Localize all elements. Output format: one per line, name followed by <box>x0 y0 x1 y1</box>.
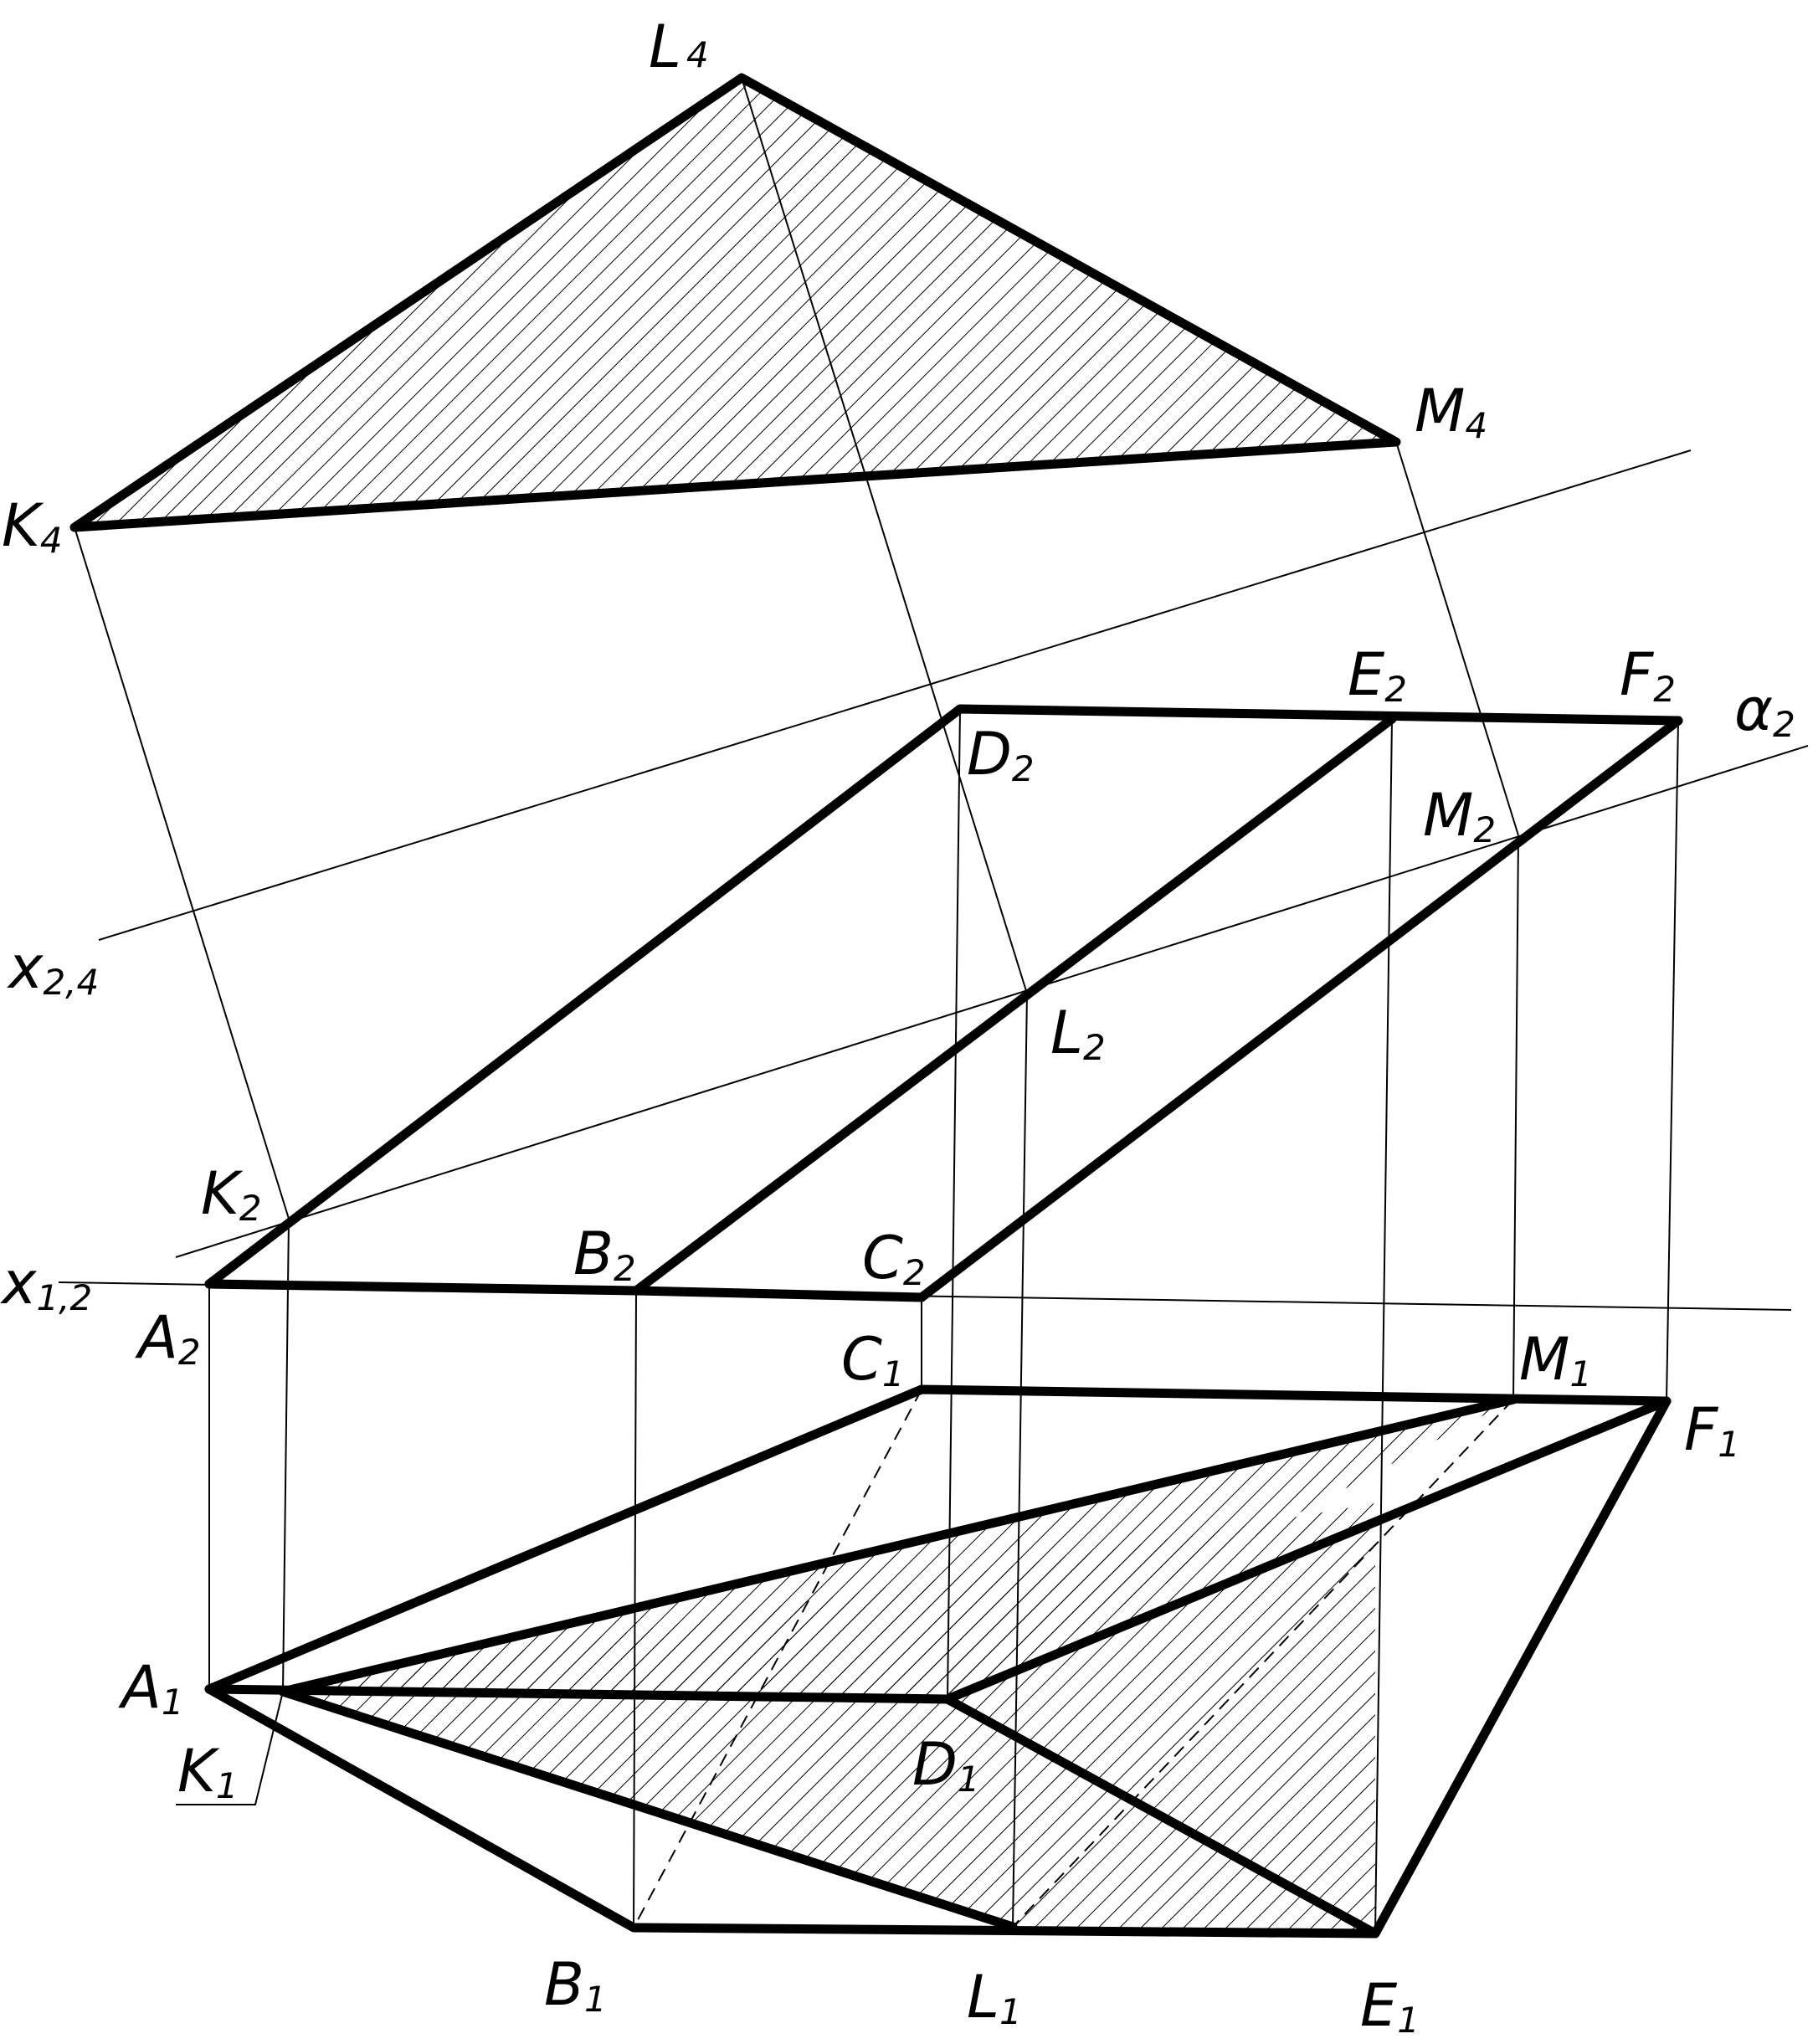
label-F2: F2 <box>1620 640 1676 710</box>
top-edge-d-f <box>942 1396 1672 1704</box>
projection-line-l <box>741 77 1028 994</box>
label-x12: x1,2 <box>0 1249 92 1318</box>
label-L1: L1 <box>967 1963 1022 2032</box>
label-C1: C1 <box>841 1325 905 1394</box>
label-alpha2: α2 <box>1734 675 1795 745</box>
section-hatch-lower <box>283 1503 1375 1934</box>
top-outline <box>204 1384 1672 1939</box>
projection-line-m <box>1395 441 1519 836</box>
label-M4: M4 <box>1415 377 1487 446</box>
link-m <box>1512 835 1519 1400</box>
section-edge-k-l <box>278 1687 1018 1932</box>
label-K4: K4 <box>2 491 63 561</box>
true-size-triangle-hatch <box>74 78 1396 527</box>
label-M2: M2 <box>1423 781 1496 850</box>
front-edge-a-b-c <box>204 1279 927 1302</box>
hidden-edge-c1-b1 <box>633 1389 922 1928</box>
label-L2: L2 <box>1050 999 1106 1068</box>
label-K1: K1 <box>177 1737 239 1806</box>
hidden-edge-m1-l1 <box>1012 1399 1514 1928</box>
link-l <box>1012 993 1028 1928</box>
label-B2: B2 <box>573 1220 636 1289</box>
label-E1: E1 <box>1360 1971 1420 2041</box>
axis-x24 <box>98 449 1692 941</box>
front-edge-b-e <box>631 714 1397 1296</box>
top-edge-a-d <box>204 1684 953 1704</box>
link-f <box>1666 720 1679 1402</box>
label-A1: A1 <box>118 1653 184 1723</box>
label-C2: C2 <box>862 1224 926 1293</box>
top-edge-d-e <box>942 1694 1380 1939</box>
label-F1: F1 <box>1684 1395 1740 1465</box>
front-edge-c-f <box>917 716 1683 1302</box>
link-k <box>282 1218 290 1692</box>
label-B1: B1 <box>544 1950 607 2020</box>
plane-alpha2-trace <box>175 745 1809 1258</box>
label-D2: D2 <box>967 720 1035 789</box>
label-K2: K2 <box>201 1159 262 1229</box>
section-edge-k-m <box>278 1394 1518 1697</box>
true-size-triangle <box>69 73 1401 532</box>
projection-line-k <box>74 526 290 1220</box>
label-x24: x2,4 <box>7 933 99 1003</box>
label-D1: D1 <box>912 1730 980 1800</box>
label-E2: E2 <box>1348 640 1407 710</box>
label-M1: M1 <box>1519 1325 1592 1394</box>
front-edge-a-d-f <box>204 704 1683 1289</box>
label-A2: A2 <box>135 1303 201 1373</box>
link-e <box>1374 718 1393 1934</box>
